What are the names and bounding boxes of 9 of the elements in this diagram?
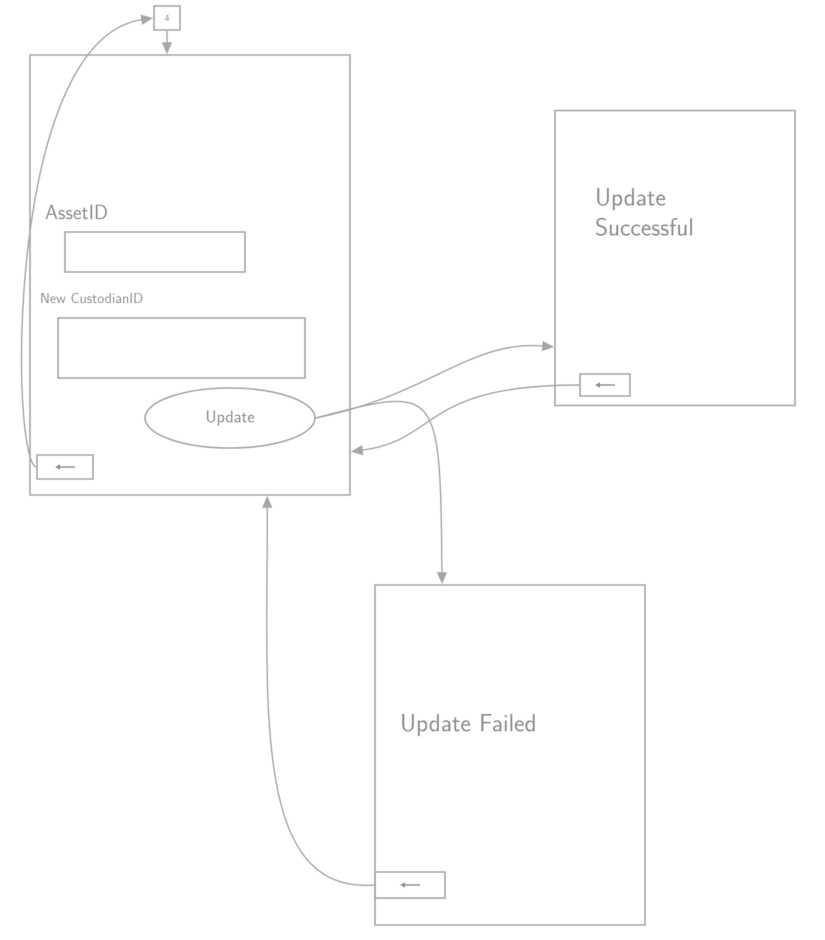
field-label: New CustodianID [41,292,142,304]
update-button: Update [144,387,316,449]
back-button [579,373,631,397]
back-button [374,871,446,899]
back-button [36,454,94,480]
screen-message: Update Successful [596,188,692,236]
screen-number-box: 4 [153,5,181,31]
screen-message: Update Failed [402,714,535,736]
field-label: AssetID [46,204,107,220]
